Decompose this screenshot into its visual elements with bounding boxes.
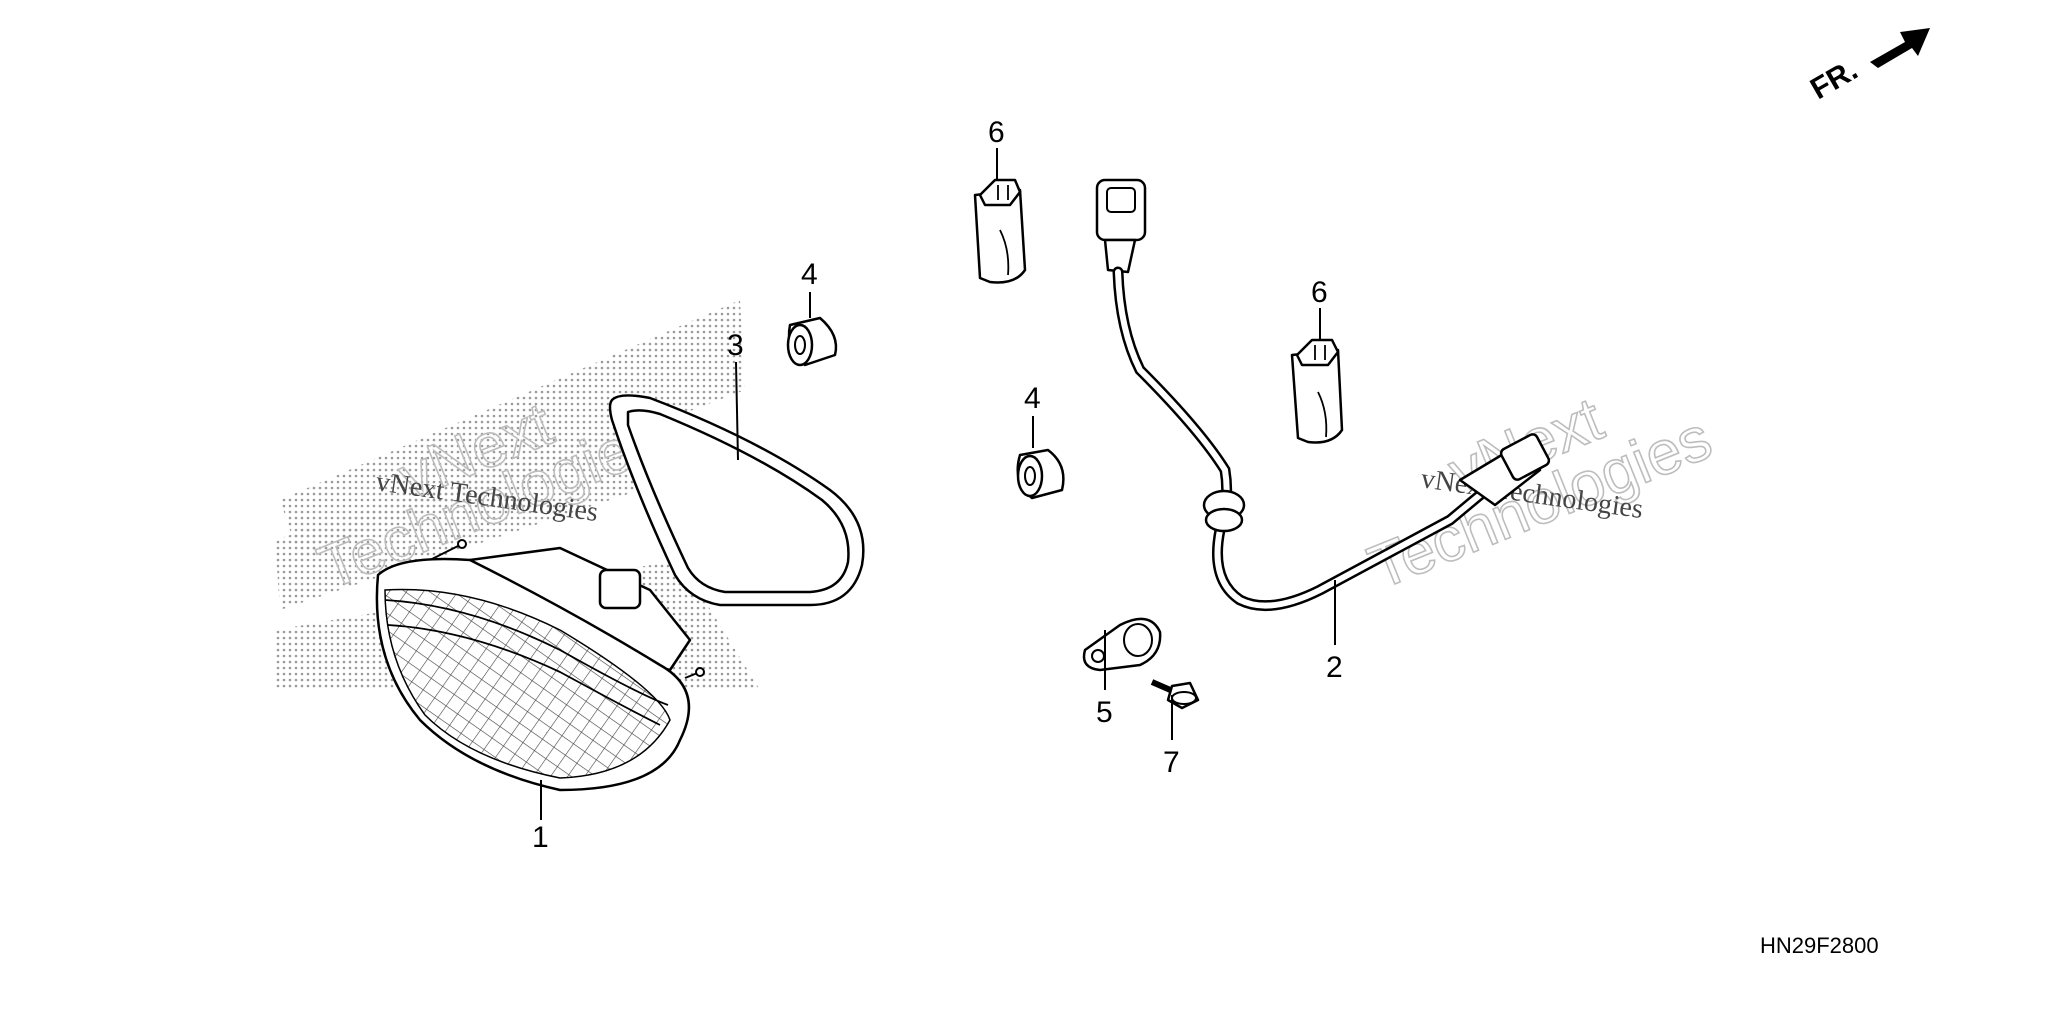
- diagram-code: HN29F2800: [1760, 933, 1879, 958]
- part-grommet-lower: [1016, 448, 1065, 500]
- leader-lines: [540, 148, 1336, 820]
- watermark-right: vNext Technologies vNext Technologies: [1359, 384, 1722, 604]
- part-wire-harness: [1095, 178, 1551, 612]
- callout-7: 7: [1163, 746, 1180, 779]
- part-connector-cover-lower: [1290, 338, 1344, 444]
- callout-6-upper: 6: [988, 116, 1005, 149]
- svg-text:FR.: FR.: [1805, 53, 1863, 106]
- callout-4-lower: 4: [1024, 382, 1041, 415]
- callout-1: 1: [532, 821, 549, 854]
- callout-5: 5: [1096, 696, 1113, 729]
- callout-3: 3: [727, 329, 744, 362]
- callout-labels: 1 2 3 4 4 5 6 6 7: [532, 116, 1343, 854]
- front-direction-marker: FR.: [1805, 28, 1930, 106]
- callout-4-upper: 4: [801, 258, 818, 291]
- part-clamp: [1082, 617, 1162, 672]
- part-gasket: [608, 394, 865, 607]
- part-taillight: [375, 539, 705, 792]
- part-bolt: [1150, 679, 1200, 710]
- front-arrow-icon: [1870, 28, 1930, 68]
- callout-2: 2: [1326, 651, 1343, 684]
- part-grommet-upper: [786, 316, 838, 367]
- part-connector-cover-upper: [973, 178, 1027, 284]
- callout-6-lower: 6: [1311, 276, 1328, 309]
